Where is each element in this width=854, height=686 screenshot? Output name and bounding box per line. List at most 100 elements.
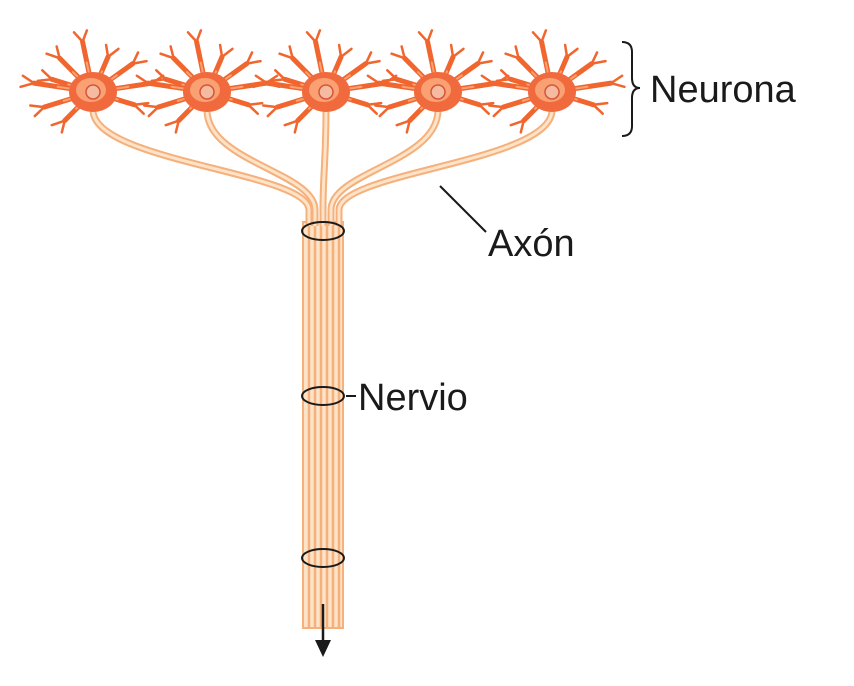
dendrite-branch xyxy=(590,59,607,65)
dendrite-branch xyxy=(592,103,604,115)
axon-outline xyxy=(89,109,313,226)
neuron-nucleus xyxy=(85,84,101,100)
down-arrow-icon xyxy=(315,604,331,657)
dendrite-branch xyxy=(509,119,525,127)
dendrite-branch xyxy=(33,105,46,118)
dendrite-branch xyxy=(159,52,175,60)
neuron-label: Neurona xyxy=(650,69,797,111)
dendrite-branch xyxy=(41,69,53,81)
dendrite-branch xyxy=(174,119,180,134)
dendrite-branch xyxy=(366,74,381,85)
axon xyxy=(205,109,317,226)
dendrite-branch xyxy=(495,77,512,83)
dendrite-branch xyxy=(366,101,383,107)
dendrite-branch xyxy=(133,103,145,115)
dendrite-branch xyxy=(252,81,269,89)
dendrite-branch xyxy=(449,43,455,59)
dendrite-branch xyxy=(283,119,299,127)
dendrite-branch xyxy=(390,52,406,60)
dendrite-branch xyxy=(563,43,569,59)
dendrite-branch xyxy=(247,103,259,115)
dendrite-branch xyxy=(476,51,485,65)
dendrite-branch xyxy=(451,47,465,59)
dendrite-branch xyxy=(590,51,599,65)
dendrite-branch xyxy=(364,81,381,89)
neuron-nucleus xyxy=(199,84,215,100)
dendrite-branch xyxy=(135,74,150,85)
dendrite-branch xyxy=(36,77,53,83)
axon xyxy=(91,109,311,226)
neuron-row xyxy=(19,29,626,134)
neuron-nucleus xyxy=(430,84,446,100)
dendrite-branch xyxy=(262,104,279,109)
axon-leader-line xyxy=(439,185,487,233)
dendrite-branch xyxy=(278,52,294,60)
dendrite-branch xyxy=(519,119,525,134)
nerve-label: Nervio xyxy=(358,377,468,419)
neuron-nucleus xyxy=(318,84,334,100)
dendrite-branch xyxy=(245,59,262,65)
dendrite-branch xyxy=(131,51,140,65)
dendrite-branch xyxy=(364,59,381,65)
dendrite-branch xyxy=(60,119,66,134)
dendrite-branch xyxy=(378,105,391,118)
dendrite-branch xyxy=(72,31,84,44)
dendrite-branch xyxy=(609,74,624,85)
dendrite-branch xyxy=(55,45,61,60)
dendrite-branch xyxy=(169,45,175,60)
dendrite-branch xyxy=(133,101,150,107)
dendrite-branch xyxy=(609,81,626,89)
dendrite-branch xyxy=(381,77,398,83)
dendrite-branch xyxy=(150,77,167,83)
dendrite-branch xyxy=(565,47,579,59)
dendrite-branch xyxy=(492,105,505,118)
dendrite-branch xyxy=(337,43,343,59)
dendrite-branch xyxy=(488,104,505,109)
dendrite-branch xyxy=(405,119,411,134)
neuron xyxy=(133,29,281,134)
dendrite-branch xyxy=(254,74,269,85)
nerve-rings xyxy=(301,221,345,568)
dendrite-branch xyxy=(147,105,160,118)
dendrite-branch xyxy=(374,104,391,109)
axon-label: Axón xyxy=(488,223,575,265)
dendrite-branch xyxy=(400,45,406,60)
dendrite-branch xyxy=(155,69,167,81)
dendrite-branch xyxy=(21,74,36,85)
axon xyxy=(321,109,328,226)
dendrite-branch xyxy=(143,104,160,109)
dendrite-branch xyxy=(50,119,66,127)
dendrite-branch xyxy=(247,101,264,107)
dendrite-branch xyxy=(305,31,317,44)
neuron xyxy=(252,29,400,134)
dendrite-branch xyxy=(218,43,224,59)
axon-outline xyxy=(335,109,556,226)
dendrite-branch xyxy=(131,59,148,65)
dendrite-branch xyxy=(426,29,434,44)
dendrite-branch xyxy=(417,31,429,44)
dendrite-branch xyxy=(245,51,254,65)
axon xyxy=(329,109,440,226)
dendrite-branch xyxy=(504,52,520,60)
dendrite-branch xyxy=(164,119,180,127)
dendrite-branch xyxy=(220,47,234,59)
dendrite-branch xyxy=(476,59,493,65)
neuron xyxy=(364,29,512,134)
nerve-ring xyxy=(301,386,345,406)
dendrite-branch xyxy=(45,52,61,60)
dendrite-branch xyxy=(274,69,286,81)
dendrite-branch xyxy=(500,69,512,81)
dendrite-branch xyxy=(293,119,299,134)
dendrite-branch xyxy=(478,101,495,107)
dendrite-branch xyxy=(314,29,322,44)
neuron-brace xyxy=(621,41,641,137)
dendrite-branch xyxy=(364,51,373,65)
dendrite-branch xyxy=(540,29,548,44)
dendrite-branch xyxy=(478,103,490,115)
dendrite-branch xyxy=(288,45,294,60)
dendrite-branch xyxy=(106,47,120,59)
dendrite-branch xyxy=(104,43,110,59)
nerve-ring xyxy=(301,221,345,241)
nerve-fibers xyxy=(307,222,341,628)
